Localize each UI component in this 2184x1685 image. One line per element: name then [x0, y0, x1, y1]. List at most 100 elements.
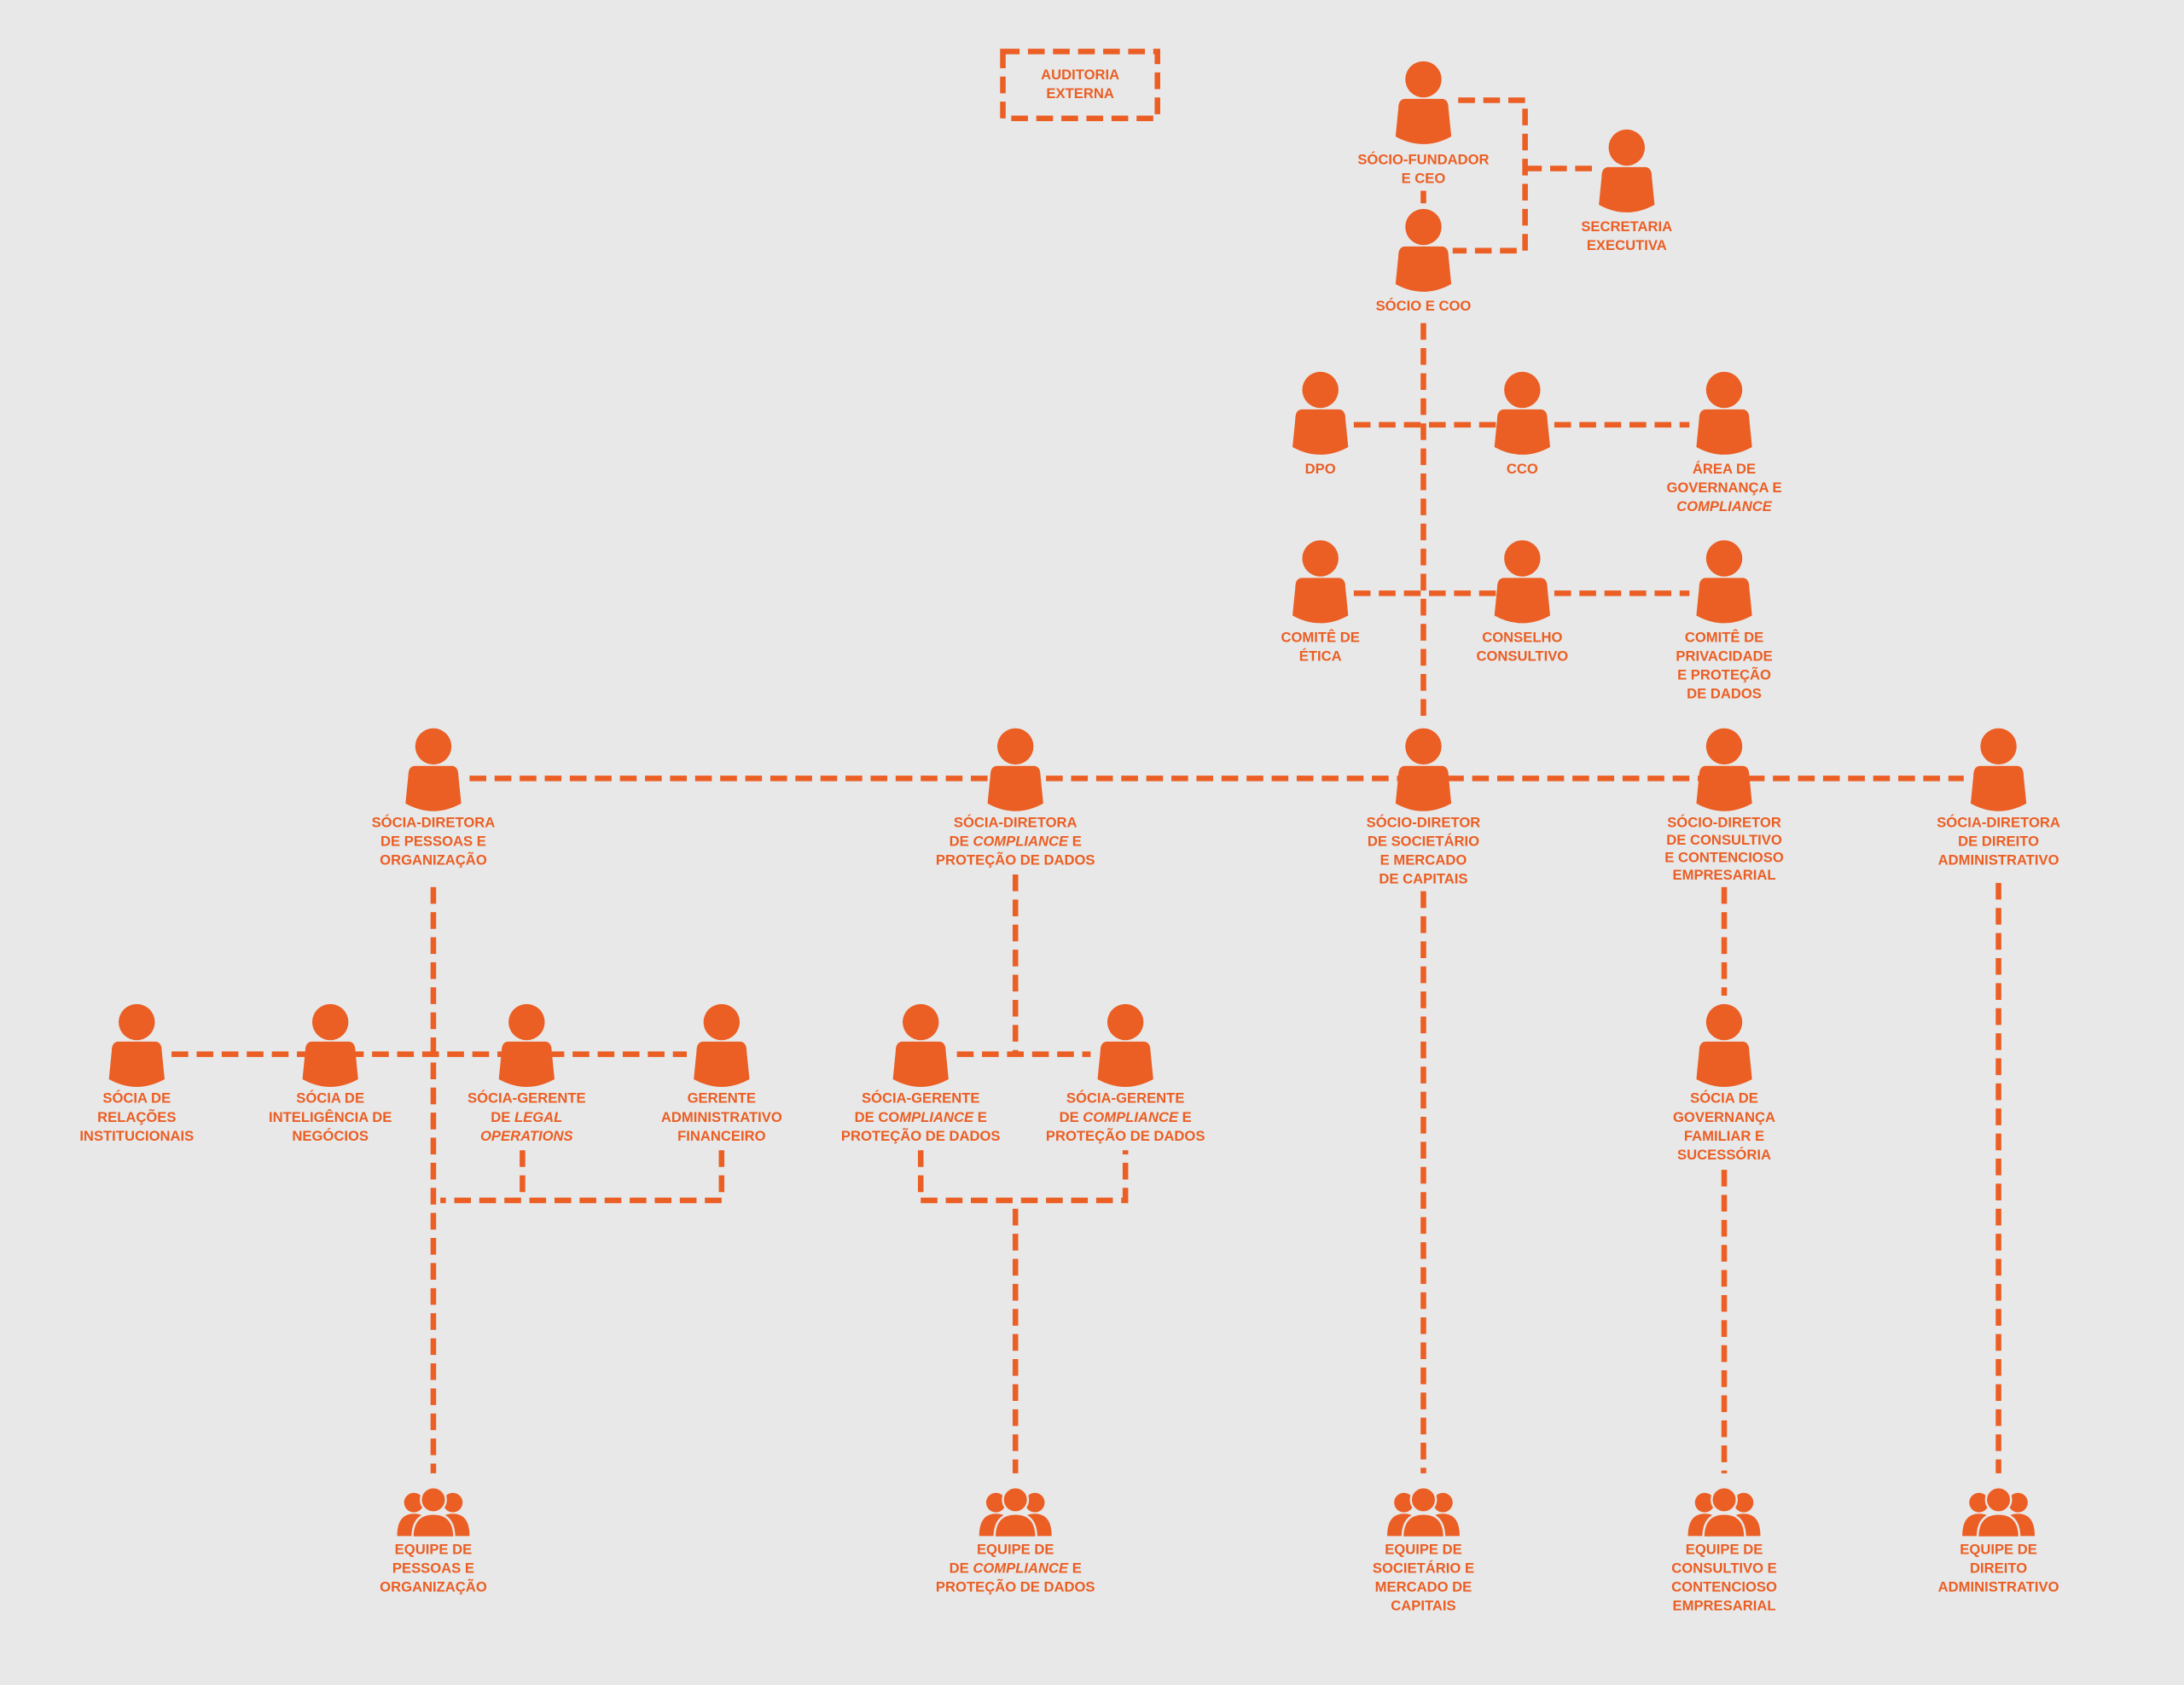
- node-label-line: PROTEÇÃO DE DADOS: [841, 1127, 1001, 1144]
- node-label-line: SÓCIA DE: [296, 1090, 364, 1107]
- node-label-line: CONTENCIOSO: [1671, 1579, 1777, 1595]
- node-label-line: DE DIREITO: [1958, 834, 2039, 850]
- node-label-line: DE COMPLIANCE E: [950, 1560, 1082, 1577]
- node-comite-etica: COMITÊ DE ÉTICA: [1281, 540, 1360, 664]
- node-label-line: COMPLIANCE: [1676, 498, 1773, 514]
- person-icon: [1395, 728, 1452, 811]
- compliance-bracket: [917, 1150, 1129, 1473]
- italic-term: OPERATIONS: [480, 1128, 573, 1144]
- node-label-line: NEGÓCIOS: [292, 1128, 369, 1144]
- node-label-line: CCO: [1507, 461, 1538, 477]
- person-icon: [1696, 728, 1752, 811]
- node-label-line: SÓCIA-GERENTE: [862, 1090, 980, 1107]
- audit-label-line: EXTERNA: [1046, 85, 1113, 102]
- node-label-line: DE LEGAL: [491, 1109, 562, 1125]
- node-label-line: DIREITO: [1970, 1560, 2027, 1577]
- person-icon: [1696, 540, 1752, 624]
- node-label-line: EQUIPE DE: [977, 1542, 1054, 1558]
- node-gerente-adm-fin: GERENTE ADMINISTRATIVO FINANCEIRO: [661, 1003, 782, 1144]
- node-coo: SÓCIO E COO: [1376, 208, 1472, 314]
- team-icon: [396, 1485, 471, 1539]
- node-label-line: SÓCIO-FUNDADOR: [1357, 152, 1489, 168]
- node-label-line: SÓCIA-GERENTE: [1066, 1090, 1185, 1107]
- node-gerente-compliance-1: SÓCIA-GERENTE DE COMPLIANCE E PROTEÇÃO DE …: [841, 1003, 1001, 1144]
- node-label-line: FINANCEIRO: [677, 1128, 766, 1144]
- person-icon: [108, 1003, 165, 1087]
- node-label-line: RELAÇÕES: [97, 1108, 176, 1125]
- node-label-line: E CONTENCIOSO: [1664, 850, 1784, 866]
- node-label-line: EQUIPE DE: [395, 1542, 473, 1558]
- italic-term: MPLIANCE: [899, 1109, 974, 1125]
- node-label-line: SOCIETÁRIO E: [1373, 1560, 1474, 1577]
- italic-term: COMPLIANCE: [973, 834, 1069, 850]
- node-label-line: DE COMPLIANCE E: [1060, 1109, 1192, 1125]
- node-label-line: DE CAPITAIS: [1379, 871, 1467, 887]
- node-label-line: SÓCIA-GERENTE: [468, 1090, 586, 1107]
- node-label-line: EMPRESARIAL: [1673, 867, 1776, 883]
- node-label-line: EQUIPE DE: [1686, 1542, 1763, 1558]
- node-label-line: SECRETARIA: [1581, 218, 1672, 235]
- team-icon: [1687, 1485, 1762, 1539]
- person-icon: [405, 728, 462, 811]
- node-gerente-legal-ops: SÓCIA-GERENTE DE LEGAL OPERATIONS: [468, 1003, 586, 1144]
- node-label-line: MERCADO DE: [1375, 1579, 1472, 1595]
- node-label-line: PROTEÇÃO DE DADOS: [936, 851, 1095, 869]
- node-label-line: PROTEÇÃO DE DADOS: [1046, 1127, 1205, 1144]
- label-segment: DE: [491, 1109, 514, 1125]
- person-icon: [694, 1003, 750, 1087]
- node-label-line: COMITÊ DE: [1281, 629, 1359, 645]
- node-cco: CCO: [1494, 371, 1551, 477]
- person-icon: [1395, 208, 1452, 292]
- node-label-line: GOVERNANÇA: [1673, 1109, 1775, 1125]
- node-label-line: ADMINISTRATIVO: [661, 1109, 782, 1125]
- node-gerente-compliance-2: SÓCIA-GERENTE DE COMPLIANCE E PROTEÇÃO DE …: [1046, 1003, 1205, 1144]
- node-dpo: DPO: [1292, 371, 1349, 477]
- node-label-line: CONSELHO: [1482, 629, 1562, 645]
- node-label-line: EXECUTIVA: [1587, 237, 1667, 253]
- person-icon: [892, 1003, 949, 1087]
- label-segment: E: [1068, 834, 1082, 850]
- person-icon: [1599, 129, 1655, 212]
- node-label-line: SÓCIA-DIRETORA: [372, 815, 496, 831]
- node-label-line: PROTEÇÃO DE DADOS: [936, 1578, 1095, 1595]
- node-label-line: ÁREA DE: [1693, 461, 1756, 477]
- node-label-line: FAMILIAR E: [1684, 1128, 1764, 1144]
- node-label-line: INSTITUCIONAIS: [79, 1128, 194, 1144]
- node-label-line: PESSOAS E: [392, 1560, 474, 1577]
- node-label-line: SÓCIA-DIRETORA: [954, 815, 1077, 831]
- node-label-line: ÉTICA: [1299, 648, 1342, 664]
- label-segment: E: [973, 1109, 987, 1125]
- italic-term: COMPLIANCE: [1083, 1109, 1179, 1125]
- node-label-line: DE DADOS: [1687, 686, 1762, 702]
- node-label-line: PRIVACIDADE: [1676, 648, 1772, 664]
- label-segment: DE: [950, 834, 973, 850]
- person-icon: [1292, 371, 1349, 455]
- node-label-line: DE PESSOAS E: [380, 834, 486, 850]
- person-icon: [1696, 371, 1752, 455]
- audit-box: AUDITORIA EXTERNA: [1000, 49, 1160, 122]
- node-label-line: E PROTEÇÃO: [1677, 666, 1771, 683]
- person-icon: [1696, 1003, 1752, 1087]
- ceo-coo-secretaria-connector: [1452, 97, 1595, 254]
- node-secretaria: SECRETARIA EXECUTIVA: [1581, 129, 1672, 253]
- node-label-line: GERENTE: [688, 1090, 756, 1107]
- node-label-line: SÓCIA DE: [102, 1090, 171, 1107]
- node-label-line: SÓCIO E COO: [1376, 298, 1472, 314]
- node-label-line: SÓCIA-DIRETORA: [1937, 815, 2060, 831]
- label-segment: DE CO: [855, 1109, 900, 1125]
